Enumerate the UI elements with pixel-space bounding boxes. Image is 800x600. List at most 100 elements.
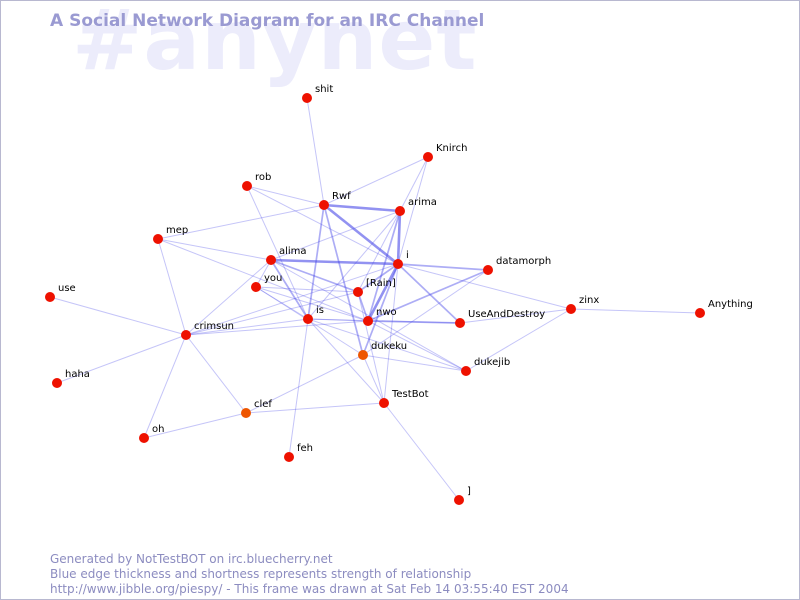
edge-is-testbot	[307, 318, 385, 404]
node-dot[interactable]	[181, 330, 191, 340]
edge-you-nwo	[255, 286, 369, 322]
node-haha[interactable]: haha	[52, 369, 90, 388]
node-dot[interactable]	[353, 287, 363, 297]
edge-rob-i	[246, 185, 399, 265]
node-label: alima	[279, 246, 307, 257]
edge-alima-you	[255, 259, 272, 288]
edge-crimsun-haha	[56, 334, 187, 384]
node-nwo[interactable]: nwo	[363, 307, 397, 326]
node-dot[interactable]	[455, 318, 465, 328]
node-dot[interactable]	[319, 200, 329, 210]
edge-alima-is	[270, 259, 309, 320]
node-dot[interactable]	[483, 265, 493, 275]
edge-use-crimsun	[49, 296, 187, 336]
edge-you-rain	[255, 286, 359, 293]
edge-mep-alima	[157, 238, 272, 261]
edge-zinx-dukejib	[465, 308, 572, 372]
node-testbot[interactable]: TestBot	[379, 389, 429, 408]
node-oh[interactable]: oh	[139, 424, 164, 443]
node-dot[interactable]	[461, 366, 471, 376]
edge-crimsun-clef	[185, 334, 247, 414]
node-label: use	[58, 283, 76, 294]
node-zinx[interactable]: zinx	[566, 295, 599, 314]
edge-alima-i	[270, 258, 399, 266]
node-is[interactable]: is	[303, 305, 324, 324]
node-knirch[interactable]: Knirch	[423, 143, 467, 162]
edge-mep-crimsun	[157, 238, 187, 336]
node-use[interactable]: use	[45, 283, 76, 302]
edge-crimsun-rain	[185, 291, 359, 336]
edge-is-dukejib	[307, 318, 467, 372]
edge-i-dukeku	[362, 263, 399, 356]
node-dot[interactable]	[379, 398, 389, 408]
node-dot[interactable]	[695, 308, 705, 318]
edge-arima-nwo	[367, 210, 401, 322]
node-label: you	[264, 273, 282, 284]
node-label: i	[406, 250, 409, 261]
node-feh[interactable]: feh	[284, 443, 313, 462]
edge-i-rain	[357, 263, 399, 293]
diagram-title: A Social Network Diagram for an IRC Chan…	[50, 11, 485, 31]
edge-rain-arima	[357, 210, 401, 293]
node-label: datamorph	[496, 256, 551, 267]
node-useanddestroy[interactable]: UseAndDestroy	[455, 309, 545, 328]
node-you[interactable]: you	[251, 273, 282, 292]
edge-clef-dukeku	[245, 354, 364, 414]
node-dot[interactable]	[358, 350, 368, 360]
node-dot[interactable]	[45, 292, 55, 302]
node-dot[interactable]	[423, 152, 433, 162]
edge-layer	[49, 97, 701, 501]
node-dot[interactable]	[395, 206, 405, 216]
node-crimsun[interactable]: crimsun	[181, 321, 234, 340]
edge-i-nwo	[366, 263, 400, 322]
node-shit[interactable]: shit	[302, 84, 333, 103]
node-label: zinx	[579, 295, 599, 306]
node-dot[interactable]	[266, 255, 276, 265]
node-dot[interactable]	[242, 181, 252, 191]
node-arima[interactable]: arima	[395, 197, 437, 216]
edge-zinx-anything	[570, 308, 701, 314]
node-dot[interactable]	[52, 378, 62, 388]
node-dot[interactable]	[303, 314, 313, 324]
edge-alima-rain	[270, 259, 359, 293]
node-dot[interactable]	[393, 259, 403, 269]
node-label: dukejib	[474, 357, 510, 368]
node-dot[interactable]	[363, 316, 373, 326]
node-dot[interactable]	[251, 282, 261, 292]
node-dot[interactable]	[566, 304, 576, 314]
edge-i-datamorph	[397, 263, 489, 271]
node-rwf[interactable]: Rwf	[319, 191, 351, 210]
node-clef[interactable]: clef	[241, 399, 272, 418]
node-label: haha	[65, 369, 90, 380]
node-dukeku[interactable]: dukeku	[358, 341, 407, 360]
node-label: TestBot	[391, 389, 429, 400]
node-rob[interactable]: rob	[242, 172, 271, 191]
node-dot[interactable]	[139, 433, 149, 443]
node-dot[interactable]	[302, 93, 312, 103]
edge-alima-dukejib	[270, 259, 467, 372]
node-dot[interactable]	[284, 452, 294, 462]
node-mep[interactable]: mep	[153, 225, 188, 244]
edge-arima-i	[396, 210, 402, 265]
node-label: Anything	[708, 299, 753, 310]
footer-legend-note: Blue edge thickness and shortness repres…	[50, 567, 472, 581]
channel-watermark: #anynet	[72, 0, 478, 89]
node-i[interactable]: i	[393, 250, 409, 269]
edge-crimsun-i	[185, 263, 399, 336]
node-anything[interactable]: Anything	[695, 299, 753, 318]
node-label: rob	[255, 172, 271, 183]
node-dot[interactable]	[454, 495, 464, 505]
node-rain[interactable]: [Rain]	[353, 278, 396, 297]
node-dot[interactable]	[153, 234, 163, 244]
edge-dukeku-dukejib	[362, 354, 467, 372]
edge-nwo-dukejib	[367, 320, 467, 372]
node-dukejib[interactable]: dukejib	[461, 357, 510, 376]
node-label: Rwf	[332, 191, 351, 202]
node-datamorph[interactable]: datamorph	[483, 256, 551, 275]
edge-testbot-bracket	[383, 402, 460, 501]
node-alima[interactable]: alima	[266, 246, 307, 265]
node-dot[interactable]	[241, 408, 251, 418]
node-bracket[interactable]: ]	[454, 486, 471, 505]
